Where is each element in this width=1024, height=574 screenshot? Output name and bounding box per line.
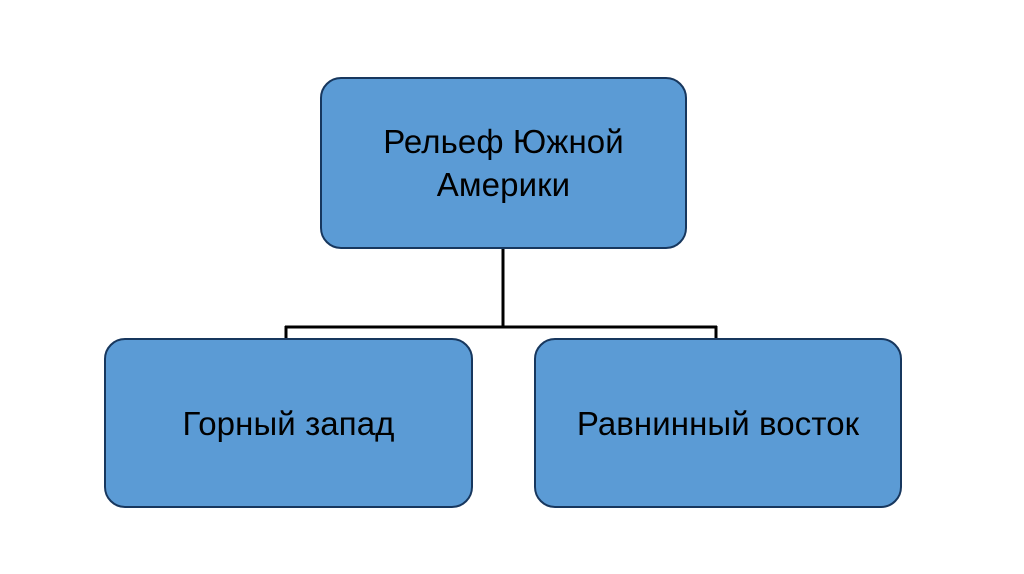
node-west[interactable]: Горный запад bbox=[104, 338, 473, 508]
node-root-label: Рельеф Южной Америки bbox=[383, 123, 624, 203]
node-east[interactable]: Равнинный восток bbox=[534, 338, 902, 508]
node-east-label: Равнинный восток bbox=[576, 404, 860, 442]
node-root[interactable]: Рельеф Южной Америки bbox=[320, 77, 687, 249]
node-west-label: Горный запад bbox=[182, 404, 395, 442]
